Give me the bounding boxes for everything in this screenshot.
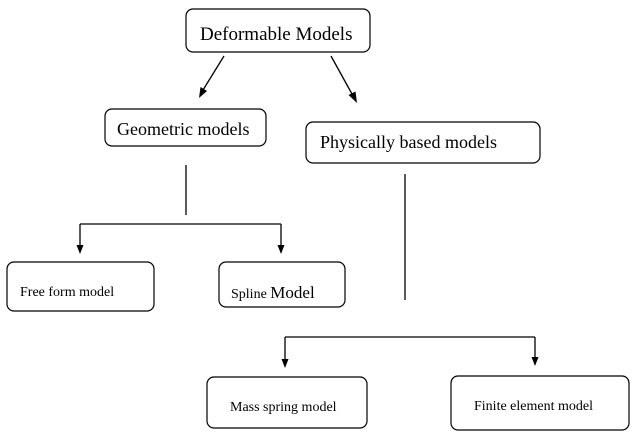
node-finite-element-model: Finite element model — [450, 375, 630, 431]
node-deformable-models: Deformable Models — [185, 8, 371, 53]
node-deformable-models-label: Deformable Models — [200, 24, 352, 45]
node-spline-model-label: Spline Model — [231, 283, 315, 302]
arrowhead-to-free-form — [76, 245, 84, 254]
node-mass-spring-model: Mass spring model — [206, 376, 368, 429]
arrowhead-to-spline — [277, 245, 285, 254]
spline-suffix-text: Model — [270, 283, 315, 302]
node-free-form-model-box — [6, 261, 155, 312]
node-geometric-models: Geometric models — [104, 108, 267, 147]
arrowhead-to-finite-element — [531, 357, 539, 366]
spline-prefix-text: Spline — [231, 287, 270, 302]
node-geometric-models-label: Geometric models — [117, 119, 249, 139]
node-deformable-models-box — [185, 8, 371, 53]
node-free-form-model-label: Free form model — [20, 285, 114, 300]
node-spline-model-box — [218, 261, 346, 308]
node-free-form-model: Free form model — [6, 261, 155, 312]
node-mass-spring-model-box — [206, 376, 368, 429]
arrowhead-to-mass-spring — [281, 359, 289, 368]
node-geometric-models-box — [104, 108, 267, 147]
node-finite-element-model-box — [450, 375, 630, 431]
node-mass-spring-model-label: Mass spring model — [230, 400, 337, 415]
node-physically-based-models-label: Physically based models — [320, 132, 497, 152]
node-physically-based-models: Physically based models — [305, 121, 541, 164]
node-finite-element-model-label: Finite element model — [474, 399, 593, 414]
node-physically-based-models-box — [305, 121, 541, 164]
edge-root-to-geometric — [202, 55, 225, 91]
arrowhead-root-to-geometric — [199, 87, 207, 98]
arrowhead-root-to-physical — [348, 91, 357, 103]
node-spline-model: Spline Model — [218, 261, 346, 308]
edge-root-to-physical — [330, 55, 353, 95]
